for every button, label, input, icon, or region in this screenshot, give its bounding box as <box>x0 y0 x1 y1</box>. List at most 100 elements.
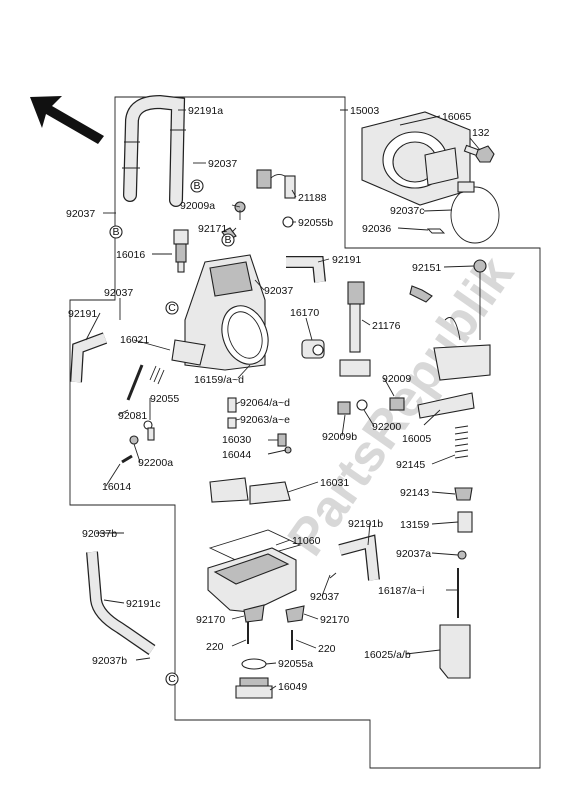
label-16065: 16065 <box>442 111 471 123</box>
top-cap-assembly <box>409 285 491 381</box>
label-16030: 16030 <box>222 434 251 446</box>
label-92191c: 92191c <box>126 598 160 610</box>
label-92145: 92145 <box>396 459 425 471</box>
label-92055b: 92055b <box>298 217 333 229</box>
svg-text:B: B <box>112 226 119 238</box>
needle-jet-13159 <box>457 511 473 533</box>
label-15003: 15003 <box>350 105 379 117</box>
label-16187: 16187/a~i <box>378 585 424 597</box>
label-92170-r: 92170 <box>320 614 349 626</box>
assembly-frame <box>69 96 541 769</box>
label-16170: 16170 <box>290 307 319 319</box>
label-21176: 21176 <box>372 320 401 332</box>
label-92191a: 92191a <box>188 105 223 117</box>
label-92037-mid: 92037 <box>264 285 293 297</box>
label-92143: 92143 <box>400 487 429 499</box>
jet-holder-16016 <box>173 229 189 273</box>
label-16044: 16044 <box>222 449 251 461</box>
label-92037-bot: 92037 <box>310 591 339 603</box>
svg-text:C: C <box>168 673 176 685</box>
throttle-cam-16170 <box>301 339 325 359</box>
label-16016: 16016 <box>116 249 145 261</box>
bolt-92151 <box>473 259 487 340</box>
label-16005: 16005 <box>402 433 431 445</box>
ref-marker-c-bot: C <box>165 672 179 686</box>
clamp-92037c <box>450 181 500 244</box>
ref-marker-b-left: B <box>109 225 123 239</box>
leader-lines <box>85 109 481 691</box>
ref-marker-b-top: B <box>190 179 204 193</box>
float-16031 <box>209 477 291 505</box>
screw-92009b <box>337 401 351 415</box>
label-92171: 92171 <box>198 223 227 235</box>
screw-92009 <box>389 397 405 411</box>
front-direction-arrow-icon <box>30 96 104 144</box>
label-92151: 92151 <box>412 262 441 274</box>
label-92191-left: 92191 <box>68 308 97 320</box>
label-92037-l2: 92037 <box>104 287 133 299</box>
svg-text:B: B <box>224 234 231 246</box>
label-92191-mid: 92191 <box>332 254 361 266</box>
hose-92191b <box>338 534 380 581</box>
hose-92191c <box>86 551 156 655</box>
label-16159: 16159/a~d <box>194 374 244 386</box>
throttle-valve-16005 <box>417 392 475 419</box>
label-92036: 92036 <box>362 223 391 235</box>
label-92170-l: 92170 <box>196 614 225 626</box>
label-92200a: 92200a <box>138 457 173 469</box>
carburetor-body <box>171 254 269 371</box>
label-92037-top: 92037 <box>208 158 237 170</box>
clip-92036 <box>426 228 446 234</box>
label-220-r: 220 <box>318 643 336 655</box>
ref-marker-b-mid: B <box>221 233 235 247</box>
label-11060: 11060 <box>292 535 321 547</box>
label-92037a: 92037a <box>396 548 431 560</box>
oring-92055a <box>241 658 267 670</box>
label-92063: 92063/a~e <box>240 414 290 426</box>
connector-21176 <box>339 281 371 377</box>
label-132: 132 <box>472 127 490 139</box>
label-92037c: 92037c <box>390 205 424 217</box>
bolt-132 <box>463 144 495 163</box>
clip-92037a <box>457 550 467 560</box>
svg-text:C: C <box>168 302 176 314</box>
slide-16025 <box>439 624 471 679</box>
ref-marker-c-left: C <box>165 301 179 315</box>
spring-92145 <box>454 425 469 459</box>
part-labels: 92191a 15003 16065 132 92037 21188 92037… <box>66 105 490 693</box>
label-92200: 92200 <box>372 421 401 433</box>
label-92009a: 92009a <box>180 200 215 212</box>
label-21188: 21188 <box>298 192 327 204</box>
label-16049: 16049 <box>278 681 307 693</box>
label-92009b: 92009b <box>322 431 357 443</box>
label-92009: 92009 <box>382 373 411 385</box>
label-92055: 92055 <box>150 393 179 405</box>
label-92064: 92064/a~d <box>240 397 290 409</box>
screw-92009a <box>234 201 246 220</box>
label-16021: 16021 <box>120 334 149 346</box>
hose-92191-mid <box>286 256 326 283</box>
label-92055a: 92055a <box>278 658 313 670</box>
pilot-screw-16021 <box>126 364 165 401</box>
svg-text:B: B <box>193 180 200 192</box>
hose-92191-left <box>70 332 108 383</box>
label-16031: 16031 <box>320 477 349 489</box>
label-92081: 92081 <box>118 410 147 422</box>
label-16025: 16025/a/b <box>364 649 411 661</box>
float-bowl-11060 <box>207 529 302 613</box>
label-92037b-bot: 92037b <box>92 655 127 667</box>
jet-92143 <box>454 487 473 501</box>
drain-plug-16049 <box>235 677 273 699</box>
intake-adapter-15003 <box>361 111 471 206</box>
label-92037-left: 92037 <box>66 208 95 220</box>
throttle-sensor-21188 <box>256 169 296 228</box>
label-13159: 13159 <box>400 519 429 531</box>
bowl-screws <box>243 604 305 650</box>
washer-92200 <box>356 399 368 411</box>
breather-hose-92191a <box>122 94 186 207</box>
label-92037b-top: 92037b <box>82 528 117 540</box>
label-16014: 16014 <box>102 481 131 493</box>
label-220-l: 220 <box>206 641 224 653</box>
